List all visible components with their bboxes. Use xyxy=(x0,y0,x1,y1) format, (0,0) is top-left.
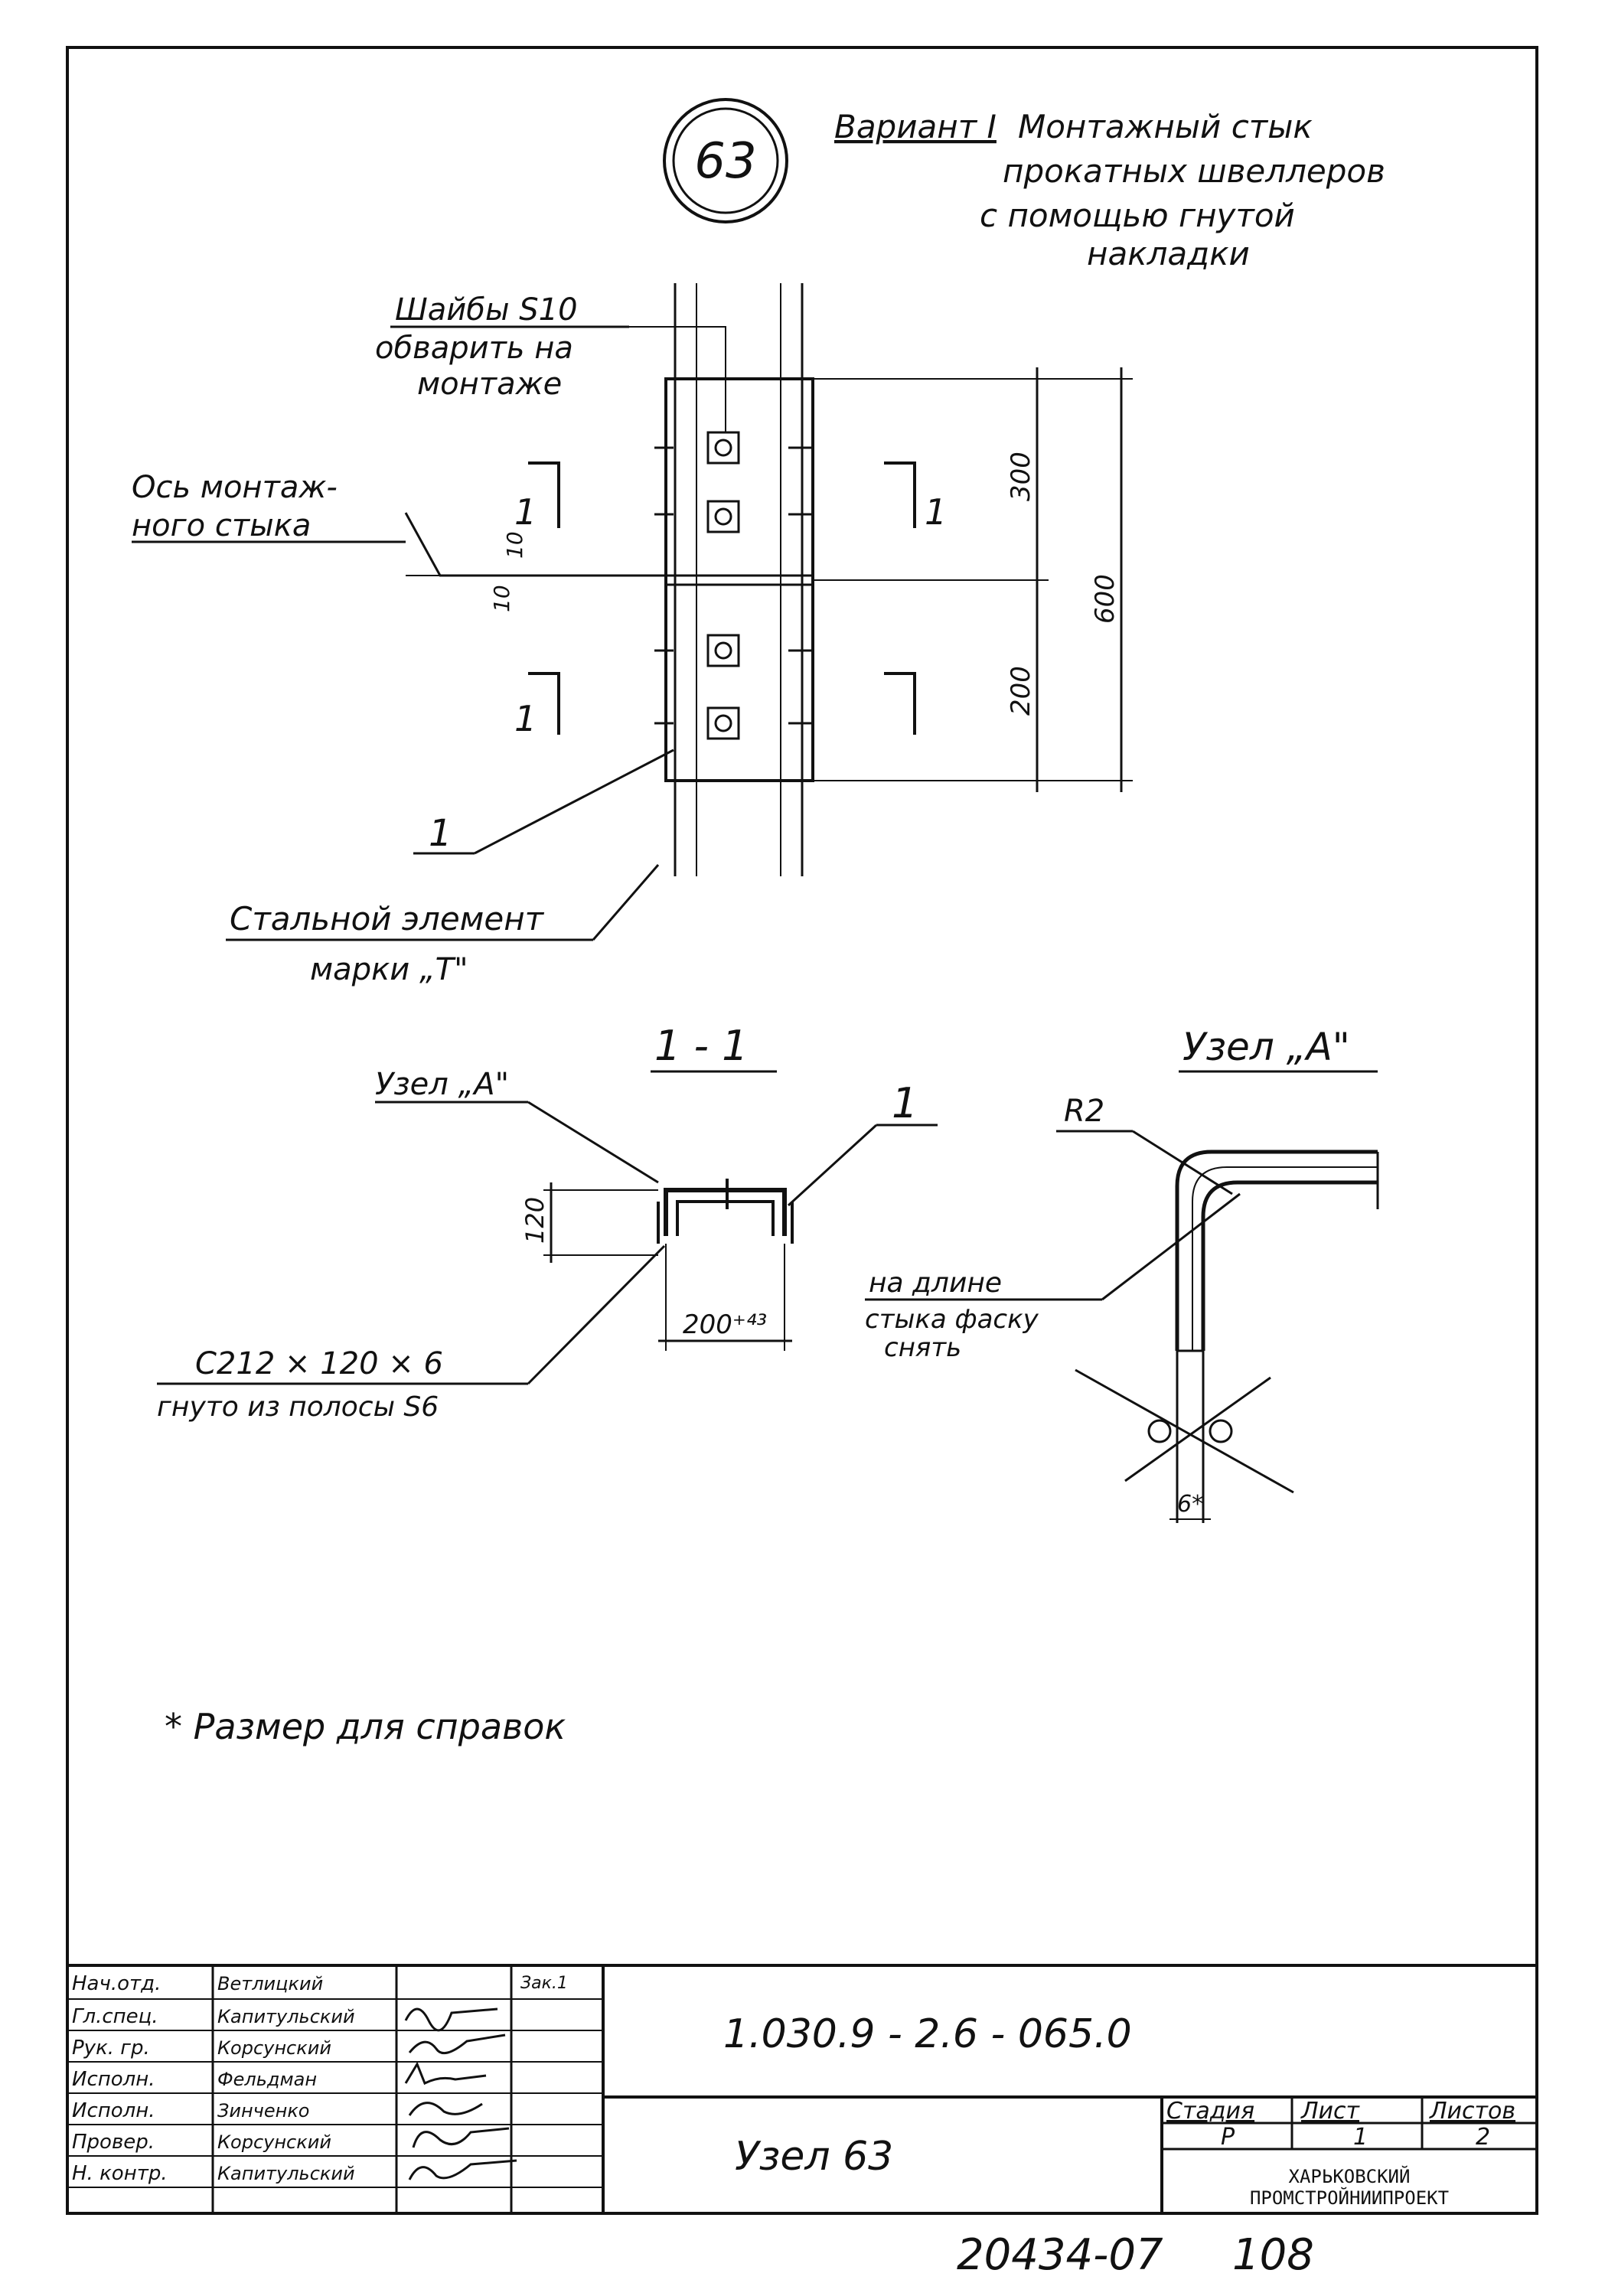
sheet-header: Лист xyxy=(1300,2098,1361,2125)
org-line-1: ХАРЬКОВСКИЙ xyxy=(1289,2165,1411,2187)
svg-text:Фельдман: Фельдман xyxy=(217,2069,317,2090)
svg-text:Гл.спец.: Гл.спец. xyxy=(72,2005,158,2028)
svg-text:1: 1 xyxy=(514,698,537,739)
title-line1: Монтажный стык xyxy=(1018,108,1313,145)
signatures xyxy=(404,2007,517,2180)
sheet-frame xyxy=(66,46,1538,2215)
dim-600: 600 xyxy=(1090,574,1121,624)
archive-number: 20434-07 xyxy=(957,2230,1163,2280)
note-line-1: на длине xyxy=(869,1267,1002,1299)
title-block: Нач.отд. Гл.спец. Рук. гр. Исполн. Испол… xyxy=(67,1964,1537,2213)
sheets-value: 2 xyxy=(1476,2124,1490,2151)
svg-text:Провер.: Провер. xyxy=(72,2131,155,2154)
dim-6: 6* xyxy=(1177,1491,1203,1518)
section-item-callout: 1 xyxy=(892,1079,918,1127)
dim-10a: 10 xyxy=(489,585,514,612)
svg-text:Зинченко: Зинченко xyxy=(217,2100,310,2122)
doc-code: 1.030.9 - 2.6 - 065.0 xyxy=(723,2011,1132,2057)
dim-120: 120 xyxy=(520,1197,550,1244)
svg-text:Корсунский: Корсунский xyxy=(217,2037,331,2059)
footnote: * Размер для справок xyxy=(165,1706,566,1747)
section-mark-left-top: 1 xyxy=(514,461,560,533)
note-line-3: снять xyxy=(884,1332,961,1363)
profile-label-1: С212 × 120 × 6 xyxy=(195,1346,443,1381)
org-line-2: ПРОМСТРОЙНИИПРОЕКТ xyxy=(1250,2187,1449,2209)
sheets-header: Листов xyxy=(1429,2098,1515,2125)
axis-label-1: Ось монтаж- xyxy=(132,470,338,505)
sheet-value: 1 xyxy=(1353,2124,1368,2151)
steel-label-1: Стальной элемент xyxy=(230,900,545,938)
node-a-detail: Узел „А" R2 на длине стыка фаску снять 6… xyxy=(865,1025,1379,1523)
dim-10b: 10 xyxy=(502,531,527,559)
washers-label-1: Шайбы S10 xyxy=(395,292,578,328)
node-circle: 63 xyxy=(663,98,788,223)
radius-label: R2 xyxy=(1064,1094,1104,1129)
corner-mark: Зак.1 xyxy=(520,1974,568,1993)
svg-text:Рук. гр.: Рук. гр. xyxy=(72,2037,150,2060)
svg-text:Ветлицкий: Ветлицкий xyxy=(217,1973,323,1994)
svg-text:1: 1 xyxy=(514,491,537,533)
dim-200-section: 200⁺⁴³ xyxy=(683,1309,767,1340)
section-mark-left-bottom: 1 xyxy=(514,672,560,739)
washers-label-3: монтаже xyxy=(417,367,562,402)
axis-label-2: ного стыка xyxy=(132,508,311,543)
section-mark-right-bottom xyxy=(884,672,916,735)
svg-text:Капитульский: Капитульский xyxy=(217,2006,355,2027)
title-line4: накладки xyxy=(1087,235,1250,272)
washers-label-2: обварить на xyxy=(375,331,573,366)
title-variant: Вариант I xyxy=(834,108,997,145)
steel-label-2: марки „Т" xyxy=(310,952,468,987)
svg-text:Нач.отд.: Нач.отд. xyxy=(72,1972,161,1995)
title-block-names: Ветлицкий Капитульский Корсунский Фельдм… xyxy=(217,1973,355,2184)
item-callout-plan: 1 xyxy=(429,812,452,855)
drawing-title: Вариант I Монтажный стык прокатных швелл… xyxy=(834,108,1385,272)
dim-300: 300 xyxy=(1006,452,1036,501)
node-number: 63 xyxy=(694,133,756,190)
page-number: 108 xyxy=(1232,2230,1314,2280)
sheet-title: Узел 63 xyxy=(735,2134,893,2180)
node-a-title: Узел „А" xyxy=(1183,1025,1350,1069)
section-1-1: 1 - 1 Узел „А" 1 120 200⁺⁴³ С212 × 120 ×… xyxy=(157,1022,938,1423)
svg-text:Корсунский: Корсунский xyxy=(217,2131,331,2153)
plan-view: Шайбы S10 обварить на монтаже Ось монтаж… xyxy=(132,283,1133,987)
stage-value: Р xyxy=(1221,2124,1235,2151)
title-block-roles: Нач.отд. Гл.спец. Рук. гр. Исполн. Испол… xyxy=(72,1972,168,2185)
note-line-2: стыка фаску xyxy=(865,1304,1039,1335)
stage-header: Стадия xyxy=(1166,2098,1254,2125)
bolt-group xyxy=(654,431,811,740)
title-line2: прокатных швеллеров xyxy=(1003,152,1385,190)
dim-200: 200 xyxy=(1006,666,1036,716)
node-ref-label: Узел „А" xyxy=(375,1067,509,1102)
section-title: 1 - 1 xyxy=(654,1022,749,1070)
svg-text:Исполн.: Исполн. xyxy=(72,2068,155,2091)
svg-text:Н. контр.: Н. контр. xyxy=(72,2162,168,2185)
svg-text:Исполн.: Исполн. xyxy=(72,2099,155,2122)
svg-text:1: 1 xyxy=(925,491,947,533)
profile-label-2: гнуто из полосы S6 xyxy=(157,1391,439,1423)
svg-text:Капитульский: Капитульский xyxy=(217,2163,355,2184)
section-mark-right-top: 1 xyxy=(884,461,947,533)
title-line3: с помощью гнутой xyxy=(980,197,1295,234)
